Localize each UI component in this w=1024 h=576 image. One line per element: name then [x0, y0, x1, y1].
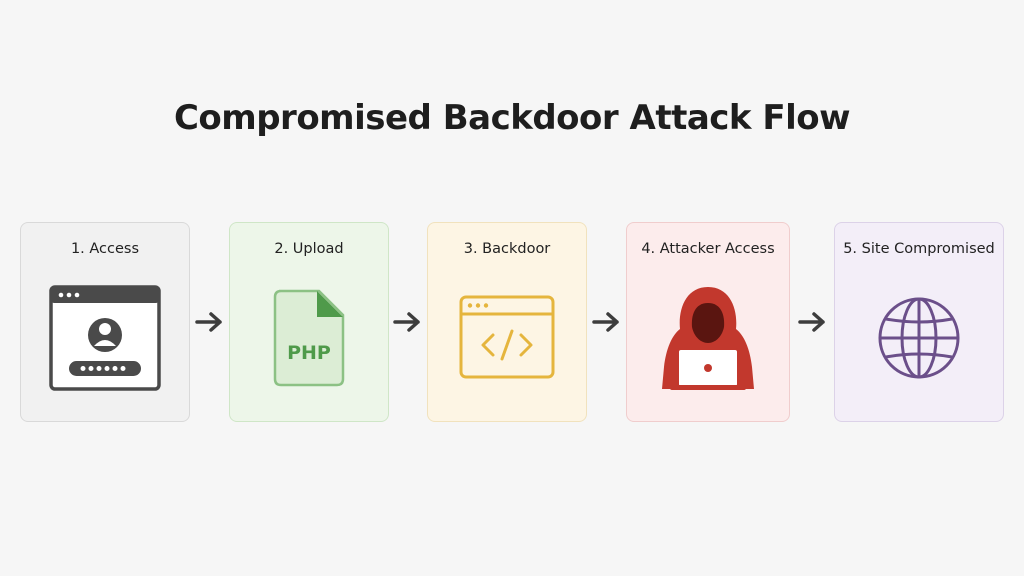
- php-file-text: PHP: [287, 342, 331, 364]
- step-label: 1. Access: [70, 241, 140, 257]
- step-label: 2. Upload: [274, 241, 344, 257]
- step-access: 1. Access: [20, 222, 190, 422]
- step-label: 5. Site Compromised: [843, 241, 995, 257]
- step-upload: 2. Upload PHP: [229, 222, 389, 422]
- step-label: 4. Attacker Access: [641, 241, 775, 257]
- arrow-right-icon: [393, 312, 420, 332]
- globe-icon: [835, 283, 1003, 393]
- php-file-icon: PHP: [230, 283, 388, 393]
- step-attacker-access: 4. Attacker Access: [626, 222, 790, 422]
- step-backdoor: 3. Backdoor: [427, 222, 587, 422]
- step-label: 3. Backdoor: [463, 241, 551, 257]
- arrow-right-icon: [195, 312, 222, 332]
- code-window-icon: [428, 283, 586, 393]
- login-window-icon: [21, 283, 189, 393]
- arrow-right-icon: [798, 312, 825, 332]
- arrow-right-icon: [592, 312, 619, 332]
- step-site-compromised: 5. Site Compromised: [834, 222, 1004, 422]
- diagram-title: Compromised Backdoor Attack Flow: [173, 98, 851, 138]
- hooded-hacker-icon: [627, 283, 789, 393]
